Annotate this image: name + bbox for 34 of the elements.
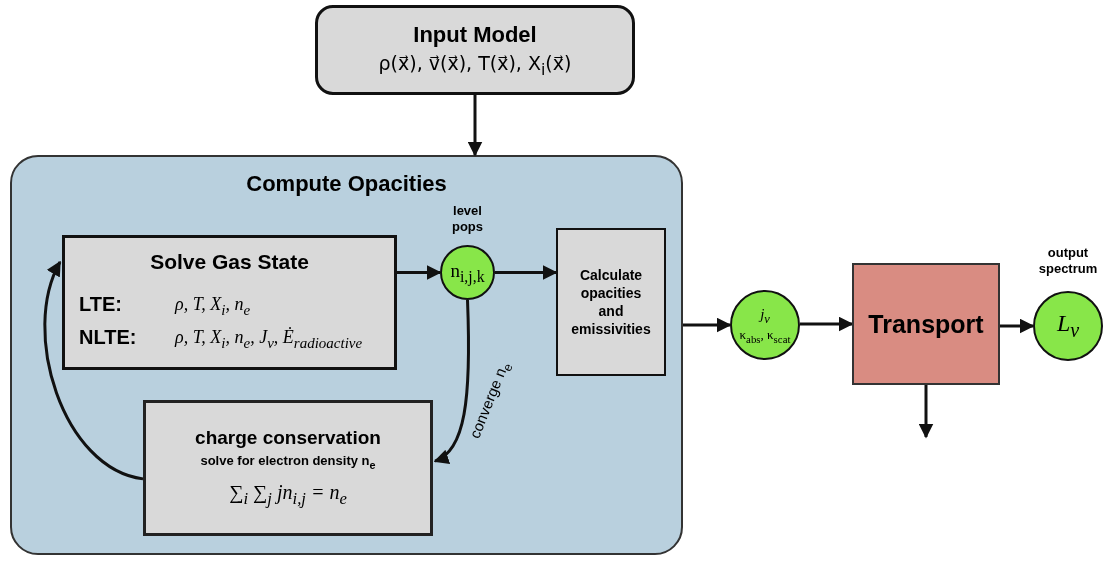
arrow [1000, 318, 1035, 334]
row-label: LTE: [79, 293, 122, 316]
panel-title: Compute Opacities [246, 171, 447, 197]
node-caption: output spectrum [1037, 245, 1099, 278]
arrow [495, 265, 558, 280]
math-symbol: n$_{i,j,k}$ [450, 259, 485, 286]
box-title: Solve Gas State [149, 250, 310, 274]
box-title: charge conservation [195, 427, 381, 450]
curved-arrow [433, 299, 471, 463]
group-panel [10, 155, 683, 555]
arrow [918, 385, 934, 439]
math-symbol: j$_{ν}$ [760, 305, 770, 327]
node-caption: level pops [450, 203, 485, 236]
arrow [683, 317, 732, 333]
math-symbol: κ$_{abs}$, κ$_{scat}$ [739, 326, 791, 345]
box-subtitle: solve for electron density n$_{e}$ [200, 453, 376, 471]
arrow [397, 265, 442, 280]
math-symbol: L$_{ν}$ [1056, 310, 1080, 342]
arrow [800, 316, 854, 332]
input-box [315, 5, 635, 95]
box-title: Input Model [413, 21, 537, 48]
curved-arrow [43, 260, 144, 481]
process-box [143, 400, 433, 536]
row-label: NLTE: [79, 326, 137, 349]
process-box [852, 263, 1000, 385]
box-title: Transport [868, 309, 984, 339]
formula-text: ∑$_{i}$ ∑$_{j}$ jn$_{i,j}$ = n$_{e}$ [229, 480, 347, 509]
process-box [62, 235, 397, 370]
formula-text: ρ, T, X$_{i}$, n$_{e}$ [175, 294, 251, 319]
process-box [556, 228, 666, 376]
formula-text: ρ(x⃗), v⃗(x⃗), T(x⃗), X$_{i}$(x⃗) [378, 51, 572, 79]
arrow [467, 95, 483, 157]
box-text: Calculate opacities and emissivities [570, 265, 652, 339]
formula-text: ρ, T, X$_{i}$, n$_{e}$, J$_{ν}$, Ė$_{radioactive}$ [175, 327, 363, 352]
